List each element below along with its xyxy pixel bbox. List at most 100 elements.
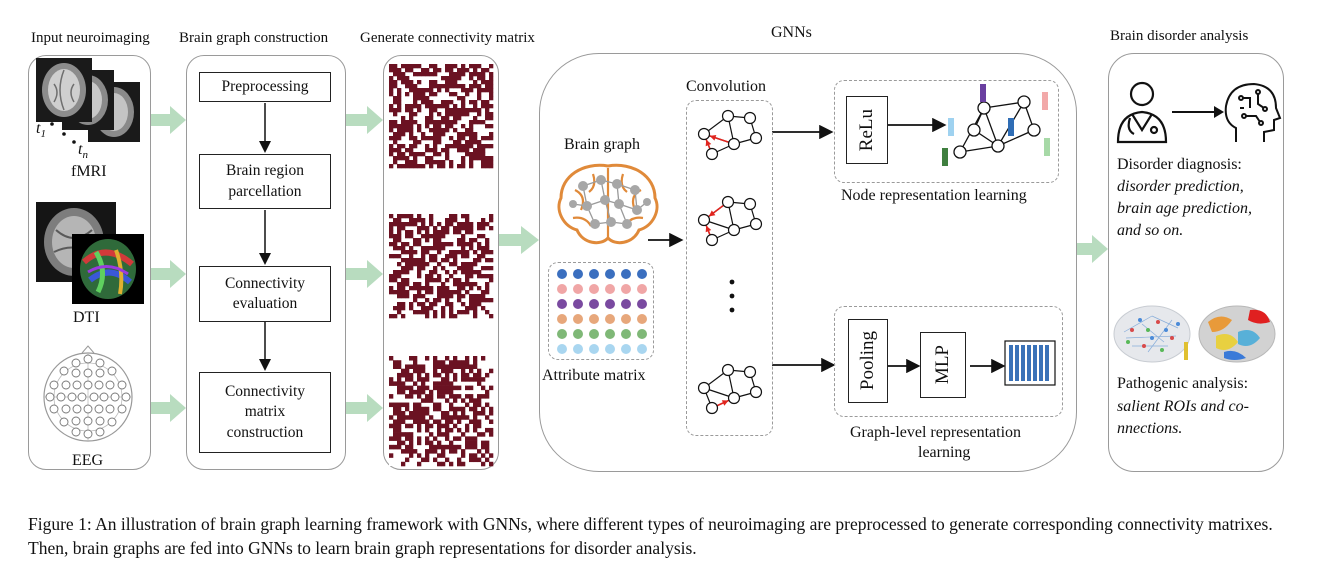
node-representation-box (834, 80, 1059, 183)
node-feature-bar (1042, 92, 1048, 110)
header-brain-graph-construction: Brain graph construction (179, 30, 329, 46)
attribute-dot (589, 299, 599, 309)
disorder-diagnosis-item-1: disorder prediction, (1117, 178, 1244, 195)
doctor-icon (1116, 81, 1168, 144)
convolution-label: Convolution (686, 78, 767, 95)
graph-representation-label-line2: learning (918, 444, 971, 461)
attribute-dot (573, 284, 583, 294)
attribute-dot (589, 329, 599, 339)
connectivity-matrix (389, 356, 494, 467)
green-arrow (346, 394, 383, 422)
node-representation-label: Node representation learning (841, 187, 1027, 204)
node-feature-bar (1008, 118, 1014, 136)
attribute-matrix-dots (557, 269, 647, 354)
header-gnns: GNNs (771, 24, 812, 41)
brain-graph-icon (557, 163, 659, 245)
dti-label: DTI (73, 309, 100, 326)
attribute-dot (605, 269, 615, 279)
attribute-dot (605, 299, 615, 309)
attribute-dot (605, 329, 615, 339)
pathogenic-analysis-title: Pathogenic analysis: (1117, 375, 1249, 392)
attribute-dot (589, 284, 599, 294)
salient-roi-brain-images (1113, 305, 1276, 363)
connectivity-matrices (389, 64, 494, 467)
node-representation-graph (942, 84, 1050, 166)
connectivity-matrix (389, 214, 494, 319)
ai-brain-head-icon (1224, 82, 1282, 142)
figure-caption: Figure 1: An illustration of brain graph… (28, 514, 1273, 558)
step-brain-region-parcellation: Brain region parcellation (199, 154, 331, 209)
attribute-dot (573, 269, 583, 279)
disorder-diagnosis-title: Disorder diagnosis: (1117, 156, 1242, 173)
attribute-dot (637, 344, 647, 354)
header-generate-connectivity-matrix: Generate connectivity matrix (360, 30, 535, 46)
attribute-matrix-label: Attribute matrix (542, 367, 646, 384)
green-arrow (1077, 235, 1108, 263)
convolution-box (686, 100, 773, 436)
dti-scan-icon (36, 202, 144, 304)
convolution-graph (697, 363, 763, 415)
node-feature-bar (948, 118, 954, 136)
time-label-t1: t1 (36, 120, 46, 141)
mlp-block: MLP (920, 332, 966, 398)
fmri-label: fMRI (71, 163, 107, 180)
attribute-dot (621, 284, 631, 294)
attribute-dot (605, 314, 615, 324)
attribute-dot (605, 284, 615, 294)
step-connectivity-matrix-construction: Connectivity matrix construction (199, 372, 331, 453)
step-connectivity-evaluation: Connectivity evaluation (199, 266, 331, 322)
attribute-dot (605, 344, 615, 354)
node-feature-bar (980, 84, 986, 102)
green-arrow (346, 260, 383, 288)
attribute-dot (557, 269, 567, 279)
attribute-dot (573, 344, 583, 354)
eeg-label: EEG (72, 452, 104, 469)
step-preprocessing: Preprocessing (199, 72, 331, 102)
pooling-block: Pooling (848, 319, 888, 403)
attribute-dot (621, 314, 631, 324)
green-arrow (151, 106, 186, 134)
attribute-dot (557, 284, 567, 294)
attribute-dot (637, 329, 647, 339)
attribute-dot (589, 314, 599, 324)
attribute-dot (573, 299, 583, 309)
attribute-dot (621, 344, 631, 354)
disorder-diagnosis-item-3: and so on. (1117, 222, 1184, 239)
convolution-graph (697, 109, 763, 161)
attribute-dot (557, 344, 567, 354)
brain-graph-label: Brain graph (564, 136, 640, 153)
attribute-dot (557, 329, 567, 339)
ellipsis (729, 279, 735, 313)
green-arrow (151, 260, 186, 288)
disorder-diagnosis-item-2: brain age prediction, (1117, 200, 1252, 217)
gnn-connectors (648, 117, 1006, 374)
attribute-dot (589, 269, 599, 279)
node-feature-bar (942, 148, 948, 166)
attribute-dot (573, 314, 583, 324)
attribute-dot (621, 299, 631, 309)
attribute-dot (557, 299, 567, 309)
graph-representation-box (834, 306, 1063, 417)
attribute-dot (637, 284, 647, 294)
attribute-dot (637, 269, 647, 279)
pathogenic-analysis-item-2: nnections. (1117, 420, 1183, 437)
attribute-dot (621, 329, 631, 339)
node-feature-bar (1044, 138, 1050, 156)
attribute-dot (573, 329, 583, 339)
green-arrow (346, 106, 383, 134)
doctor-to-ai-brain-icon (1116, 81, 1282, 144)
green-arrow (499, 226, 539, 254)
attribute-dot (637, 299, 647, 309)
attribute-dot (621, 269, 631, 279)
construction-step-arrows (259, 103, 271, 371)
eeg-electrode-map-icon (43, 345, 133, 442)
pathogenic-analysis-item-1: salient ROIs and co- (1117, 398, 1249, 415)
relu-block: ReLu (846, 96, 888, 164)
header-input-neuroimaging: Input neuroimaging (31, 30, 150, 46)
attribute-dot (589, 344, 599, 354)
header-brain-disorder-analysis: Brain disorder analysis (1110, 28, 1249, 44)
attribute-dot (557, 314, 567, 324)
graph-representation-label-line1: Graph-level representation (850, 424, 1022, 441)
graph-embedding-vector-icon (1004, 340, 1056, 386)
